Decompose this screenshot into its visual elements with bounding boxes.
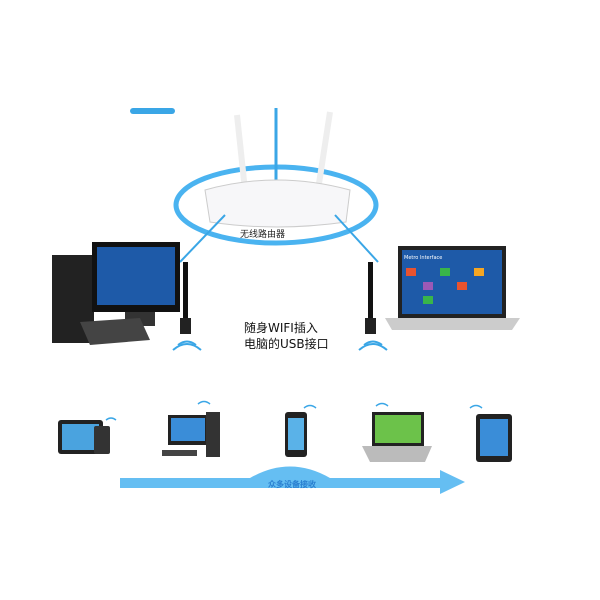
usb-caption: 随身WIFI插入 电脑的USB接口 xyxy=(244,320,329,352)
decor-bar xyxy=(130,108,175,114)
receivers-label: 众多设备接收 xyxy=(268,480,316,489)
tablet-phone-icon xyxy=(58,420,110,454)
tablet-icon xyxy=(476,414,512,462)
usb-caption-line2: 电脑的USB接口 xyxy=(244,337,329,351)
device-wifi-icons xyxy=(105,400,483,421)
laptop-icon xyxy=(365,246,520,334)
router-label: 无线路由器 xyxy=(240,230,286,240)
desktop-computer-icon xyxy=(52,242,191,345)
wifi-signal-icons xyxy=(172,340,388,351)
usb-caption-line1: 随身WIFI插入 xyxy=(244,321,318,335)
laptop-small-icon xyxy=(362,412,432,462)
smartphone-icon xyxy=(285,412,307,457)
router-icon xyxy=(173,108,379,263)
broadcast-arrow xyxy=(120,466,465,494)
laptop-screen-title: Metro Interface xyxy=(404,255,443,261)
desktop-pc-icon xyxy=(162,412,220,457)
